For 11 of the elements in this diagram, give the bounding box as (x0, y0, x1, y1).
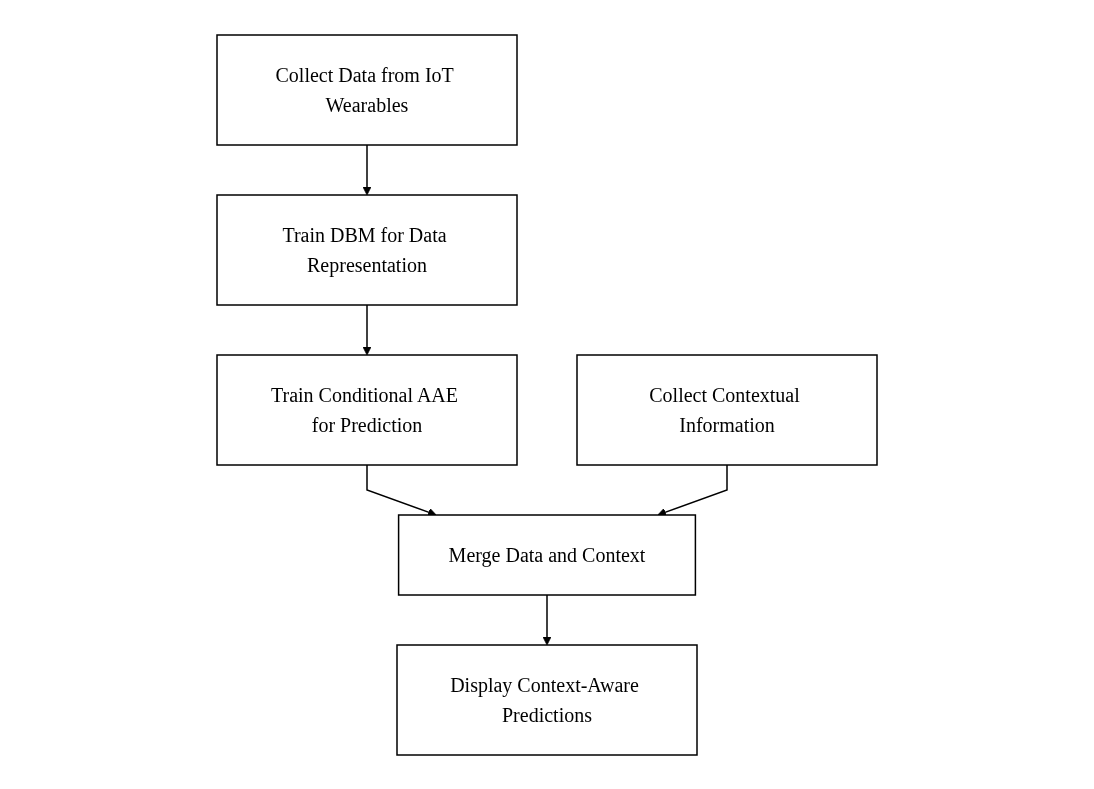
arrow (366, 463, 437, 516)
arrow (542, 593, 552, 645)
node-box: Train DBM for Data Representation (216, 193, 518, 306)
arrow (657, 463, 728, 516)
node-box: Train Conditional AAE for Prediction (216, 353, 518, 466)
arrow (362, 303, 372, 355)
node-box: Display Context-Aware Predictions (396, 643, 698, 756)
node-box: Collect Contextual Information (576, 353, 878, 466)
arrow (362, 143, 372, 195)
node-box: Merge Data and Context (397, 513, 697, 596)
node-box: Collect Data from IoT Wearables (216, 33, 518, 146)
